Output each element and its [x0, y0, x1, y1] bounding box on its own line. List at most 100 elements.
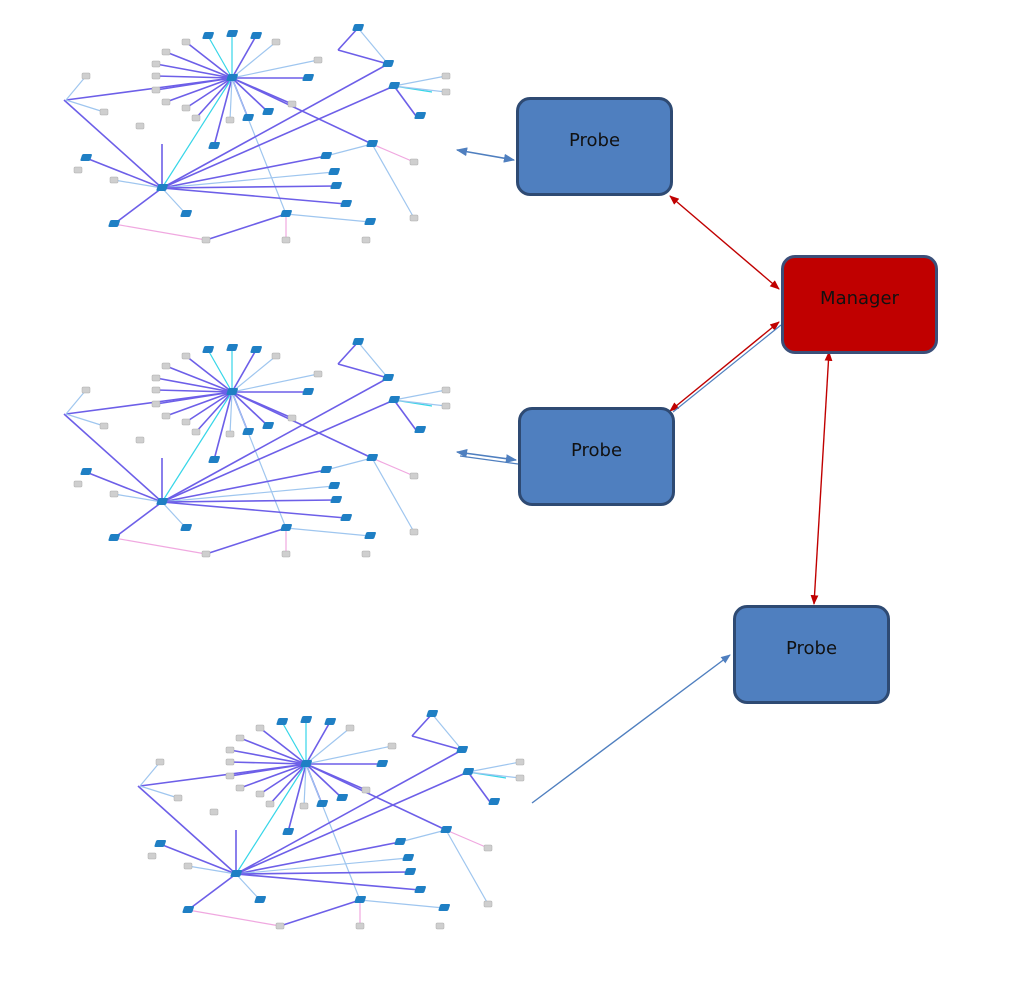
network-link: [357, 341, 389, 379]
network-link: [195, 77, 233, 119]
network-device-node: [280, 210, 292, 217]
network-link: [113, 223, 207, 241]
network-device-node: [230, 870, 242, 877]
network-link: [207, 349, 233, 393]
network-link: [161, 171, 335, 189]
network-link: [161, 187, 347, 205]
endpoint-node: [299, 802, 309, 810]
network-device-node: [438, 904, 450, 911]
endpoint-node: [151, 374, 161, 382]
network-link: [65, 413, 105, 427]
network-link: [185, 41, 233, 79]
endpoint-node: [151, 60, 161, 68]
network-link: [161, 185, 337, 189]
endpoint-node: [225, 430, 235, 438]
network-link: [155, 377, 233, 393]
network-link: [159, 843, 237, 875]
network-device-node: [382, 60, 394, 67]
network-link: [393, 399, 447, 407]
endpoint-node: [281, 236, 291, 244]
manager-label: Manager: [820, 288, 899, 309]
network-device-node: [336, 794, 348, 801]
network-link: [139, 763, 307, 787]
network-device-node: [414, 426, 426, 433]
network-link: [399, 829, 447, 843]
endpoint-node: [281, 550, 291, 558]
endpoint-node: [181, 418, 191, 426]
network-link: [235, 771, 469, 875]
network-link: [185, 355, 233, 393]
endpoint-node: [409, 214, 419, 222]
network-link: [185, 391, 233, 423]
network-device-node: [366, 140, 378, 147]
network-device-node: [320, 466, 332, 473]
network-link: [235, 857, 409, 875]
endpoint-node: [441, 88, 451, 96]
endpoint-node: [355, 922, 365, 930]
network-device-node: [328, 482, 340, 489]
network-device-node: [226, 344, 238, 351]
network-link: [393, 399, 417, 431]
endpoint-node: [441, 72, 451, 80]
network-to-probe-2-arrow: [455, 448, 518, 464]
network-link: [155, 75, 233, 79]
network-device-node: [330, 182, 342, 189]
network-device-node: [262, 422, 274, 429]
network-link: [161, 187, 187, 215]
endpoint-node: [271, 38, 281, 46]
network-device-node: [352, 338, 364, 345]
network-link: [205, 213, 287, 241]
endpoint-node: [99, 422, 109, 430]
network-link: [235, 841, 401, 875]
network-link: [467, 761, 521, 773]
network-link: [155, 63, 233, 79]
network-device-node: [254, 896, 266, 903]
network-device-node: [330, 496, 342, 503]
network-link: [187, 909, 281, 927]
network-device-node: [226, 30, 238, 37]
network-device-node: [340, 514, 352, 521]
network-device-node: [316, 800, 328, 807]
network-link: [371, 143, 415, 163]
network-link: [467, 771, 491, 803]
network-link: [305, 745, 393, 765]
endpoint-node: [483, 900, 493, 908]
network-link: [231, 35, 257, 79]
network-link: [303, 763, 307, 807]
endpoint-node: [181, 352, 191, 360]
network-device-node: [388, 396, 400, 403]
network-link: [445, 829, 489, 849]
manager-probe-1-arrow: [669, 195, 780, 290]
network-device-node: [354, 896, 366, 903]
network-link: [165, 391, 233, 417]
endpoint-node: [81, 72, 91, 80]
network-device-node: [426, 710, 438, 717]
probe-box-2: Probe: [518, 407, 675, 506]
probe-box-3: Probe: [733, 605, 890, 704]
network-link: [161, 377, 389, 503]
network-device-node: [208, 142, 220, 149]
endpoint-node: [287, 100, 297, 108]
network-link: [305, 721, 331, 765]
network-link: [229, 761, 307, 765]
endpoint-node: [387, 742, 397, 750]
network-link: [155, 389, 233, 393]
network-cluster-bottom: [137, 710, 525, 930]
network-device-node: [352, 24, 364, 31]
endpoint-node: [161, 362, 171, 370]
endpoint-node: [151, 86, 161, 94]
manager-probe-3-arrow: [810, 351, 833, 605]
network-link: [161, 391, 233, 503]
network-link: [137, 785, 237, 875]
endpoint-node: [361, 550, 371, 558]
network-device-node: [364, 532, 376, 539]
endpoint-node: [151, 386, 161, 394]
network-link: [393, 85, 447, 93]
network-link: [161, 501, 347, 519]
endpoint-node: [409, 528, 419, 536]
network-link: [113, 179, 163, 189]
network-link: [285, 213, 371, 223]
network-link: [445, 829, 489, 905]
network-link: [187, 865, 237, 875]
